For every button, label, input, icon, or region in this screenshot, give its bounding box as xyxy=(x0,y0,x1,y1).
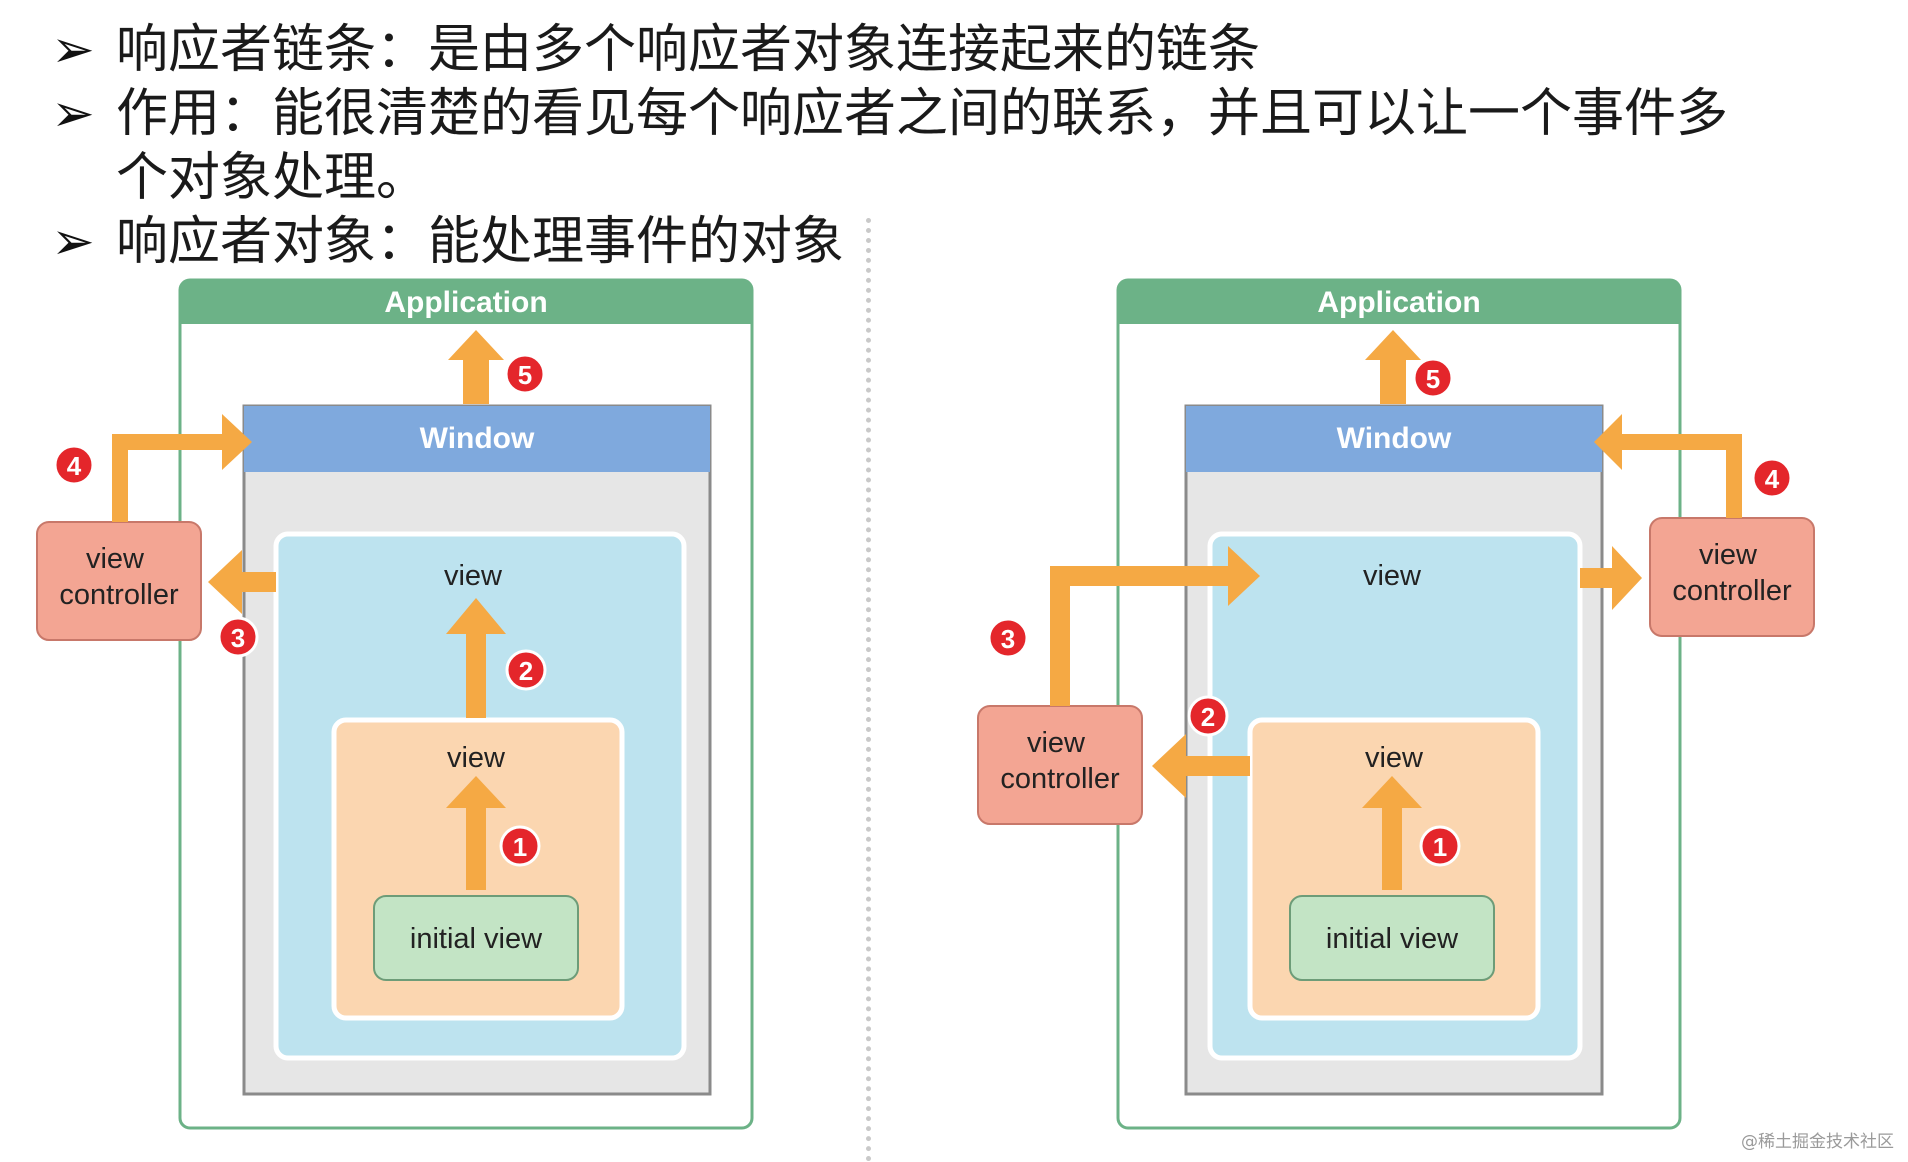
view-inner-label: view xyxy=(447,742,506,774)
svg-text:2: 2 xyxy=(1201,702,1215,732)
bullet-text: 作用：能很清楚的看见每个响应者之间的联系，并且可以让一个事件多个对象处理。 xyxy=(116,84,1729,208)
arrow-2 xyxy=(446,598,506,718)
bullet-responder-object: ➢ 响应者对象：能处理事件的对象 xyxy=(48,210,1748,274)
arrow-3 xyxy=(1050,546,1260,706)
svg-text:1: 1 xyxy=(513,832,527,862)
bullet-text: 响应者链条：是由多个响应者对象连接起来的链条 xyxy=(116,20,1261,80)
step-badge-1 xyxy=(1419,825,1461,867)
step-badge-5 xyxy=(1412,357,1454,399)
view-outer-label: view xyxy=(444,560,503,592)
view-controller-label: view controller xyxy=(59,543,179,611)
svg-text:1: 1 xyxy=(1433,832,1447,862)
application-label: Application xyxy=(1317,286,1480,319)
view-outer-label: view xyxy=(1363,560,1422,592)
svg-text:3: 3 xyxy=(1001,624,1015,654)
application-header xyxy=(1118,280,1680,324)
initial-view xyxy=(1289,895,1495,981)
view-controller-left-label: view controller xyxy=(1000,727,1120,795)
svg-text:5: 5 xyxy=(1426,364,1440,394)
initial-view xyxy=(373,895,579,981)
step-badge-1 xyxy=(499,825,541,867)
arrows xyxy=(112,330,506,890)
bullet-arrow-icon: ➢ xyxy=(51,20,95,80)
initial-view-label: initial view xyxy=(410,923,543,955)
svg-text:4: 4 xyxy=(67,451,82,481)
arrow-4 xyxy=(1580,546,1642,610)
step-badge-3 xyxy=(217,616,259,658)
right-diagram: Application Window view view initial vie… xyxy=(977,278,1815,1130)
svg-text:4: 4 xyxy=(1765,464,1780,494)
step-badges: 1 2 3 4 5 xyxy=(987,357,1793,867)
svg-text:2: 2 xyxy=(519,656,533,686)
bullet-purpose: ➢ 作用：能很清楚的看见每个响应者之间的联系，并且可以让一个事件多个对象处理。 xyxy=(48,82,1736,210)
diagram-divider xyxy=(866,218,871,1162)
window-header xyxy=(244,406,710,472)
arrow-5 xyxy=(1594,414,1742,518)
window-label: Window xyxy=(420,422,535,455)
svg-text:5: 5 xyxy=(518,360,532,390)
arrow-4 xyxy=(112,414,252,522)
view-inner-label: view xyxy=(1365,742,1424,774)
step-badge-2 xyxy=(1187,695,1229,737)
arrows xyxy=(1050,330,1742,890)
application-header xyxy=(180,280,752,324)
bullet-arrow-icon: ➢ xyxy=(51,84,95,144)
bullet-text: 响应者对象：能处理事件的对象 xyxy=(116,212,845,272)
svg-text:3: 3 xyxy=(231,623,245,653)
arrow-1 xyxy=(446,776,506,890)
window-header xyxy=(1186,406,1602,472)
initial-view-label: initial view xyxy=(1326,923,1459,955)
step-badge-4 xyxy=(1751,457,1793,499)
bullet-responder-chain: ➢ 响应者链条：是由多个响应者对象连接起来的链条 xyxy=(48,18,1748,82)
bullet-arrow-icon: ➢ xyxy=(51,212,95,272)
step-badge-5 xyxy=(504,353,546,395)
view-controller-right-label: view controller xyxy=(1672,539,1792,607)
bullet-list: ➢ 响应者链条：是由多个响应者对象连接起来的链条 ➢ 作用：能很清楚的看见每个响… xyxy=(48,18,1748,274)
arrow-1 xyxy=(1362,776,1422,890)
left-diagram: Application Window view view initial vie… xyxy=(36,278,754,1130)
step-badge-4 xyxy=(53,444,95,486)
arrow-6 xyxy=(1365,330,1421,404)
arrow-5 xyxy=(448,330,504,404)
step-badge-2 xyxy=(505,649,547,691)
step-badge-3 xyxy=(987,617,1029,659)
window-label: Window xyxy=(1337,422,1452,455)
arrow-2 xyxy=(1152,734,1250,798)
application-label: Application xyxy=(384,286,547,319)
watermark: @稀土掘金技术社区 xyxy=(1741,1132,1894,1152)
step-badges: 1 2 3 4 5 xyxy=(53,353,547,867)
arrow-3 xyxy=(208,550,276,614)
